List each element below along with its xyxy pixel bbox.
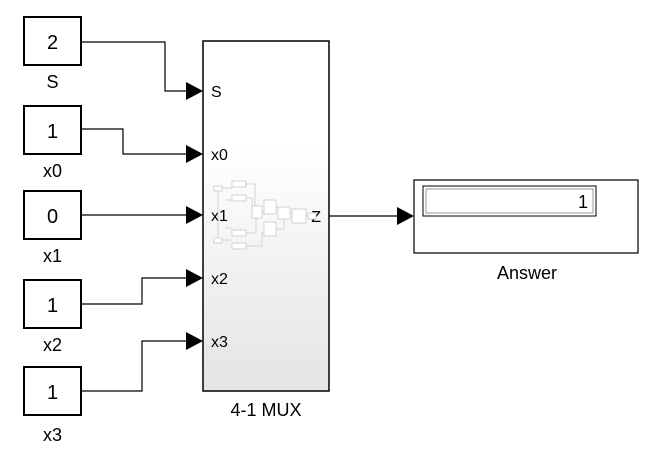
input-port-label: x2: [211, 271, 228, 288]
constant-label: S: [46, 72, 58, 92]
signal-line-x0[interactable]: [81, 128, 186, 155]
constant-value: 2: [47, 32, 58, 54]
arrow-head: [186, 269, 203, 287]
arrow-head: [186, 82, 203, 100]
constant-block-x3[interactable]: 1 x3: [23, 366, 82, 445]
constant-label: x0: [43, 161, 62, 181]
input-port-label: S: [211, 84, 222, 101]
constant-value: 1: [47, 295, 58, 317]
signal-wires: [81, 41, 414, 392]
mux-subsystem-block[interactable]: S x0 x1 x2 x3 Z: [202, 40, 330, 420]
constant-block-s[interactable]: 2 S: [23, 16, 82, 92]
constant-value: 1: [47, 121, 58, 143]
constant-value: 0: [47, 206, 58, 228]
constant-block-x0[interactable]: 1 x0: [23, 105, 82, 181]
constant-value: 1: [47, 382, 58, 404]
display-readout: [422, 185, 597, 217]
signal-line-x2[interactable]: [81, 277, 186, 305]
input-port-label: x0: [211, 147, 228, 164]
arrow-head: [397, 207, 414, 225]
mux-block-name: 4-1 MUX: [230, 400, 301, 420]
arrow-head: [186, 332, 203, 350]
arrow-head: [186, 145, 203, 163]
constant-label: x3: [43, 425, 62, 445]
constant-block-x2[interactable]: 1 x2: [23, 279, 82, 355]
display-block-answer[interactable]: 1 Answer: [413, 179, 639, 283]
display-value: 1: [578, 192, 588, 212]
constant-block-x1[interactable]: 0 x1: [23, 190, 82, 266]
input-port-label: x1: [211, 208, 228, 225]
display-block-name: Answer: [497, 263, 557, 283]
signal-line-s[interactable]: [81, 41, 186, 92]
constant-label: x1: [43, 246, 62, 266]
signal-line-x3[interactable]: [81, 340, 186, 392]
subsystem-preview-icon: [213, 180, 317, 250]
input-port-label: x3: [211, 334, 228, 351]
constant-label: x2: [43, 335, 62, 355]
arrow-head: [186, 206, 203, 224]
